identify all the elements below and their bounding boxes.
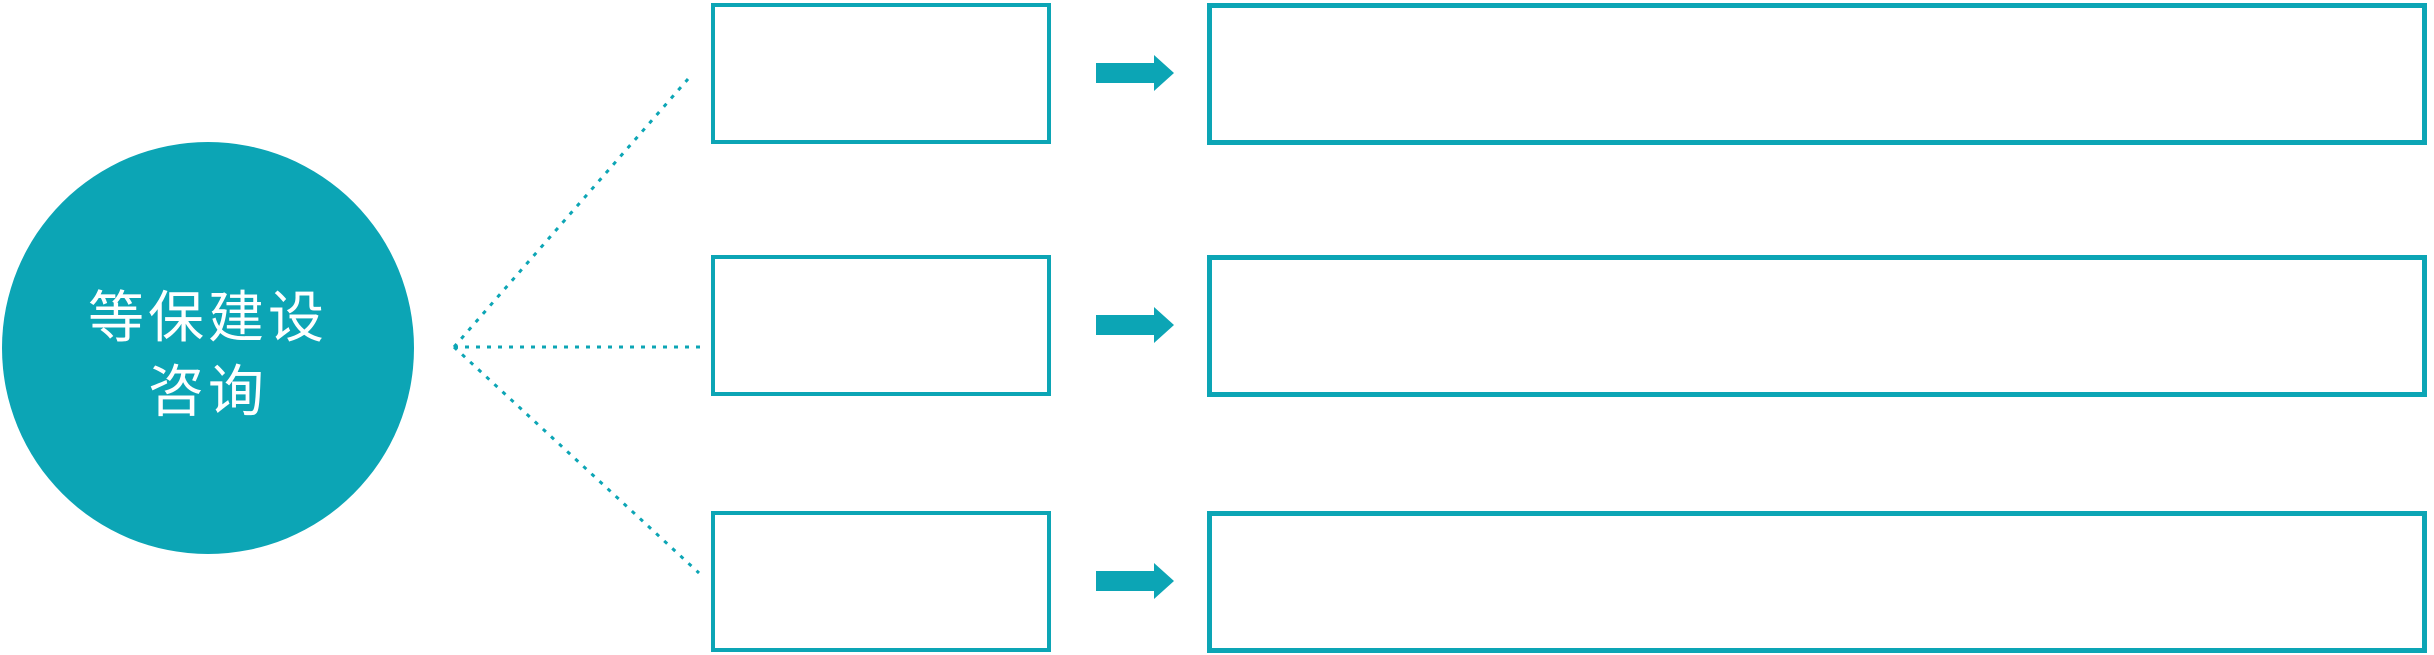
hub-label-line-1: 等保建设 [88, 286, 328, 349]
description-box-2-label [1212, 260, 2422, 392]
block-arrow-right-icon-3 [1096, 563, 1174, 599]
connector-dotted-line-top [452, 78, 690, 348]
category-box-1-label [715, 7, 1047, 140]
description-box-1 [1207, 3, 2427, 145]
category-box-3 [711, 511, 1051, 652]
category-box-2-label [715, 259, 1047, 392]
category-box-3-label [715, 515, 1047, 648]
block-arrow-right-icon-1 [1096, 55, 1174, 91]
hub-label-line-2: 咨询 [148, 360, 268, 423]
block-arrow-right-icon-2 [1096, 307, 1174, 343]
description-box-1-label [1212, 8, 2422, 140]
category-box-1 [711, 3, 1051, 144]
description-box-3 [1207, 511, 2427, 653]
description-box-2 [1207, 255, 2427, 397]
connector-dotted-line-bottom [452, 345, 701, 575]
category-box-2 [711, 255, 1051, 396]
hub-label: 等保建设 咨询 [88, 267, 328, 429]
description-box-3-label [1212, 516, 2422, 648]
hub-circle: 等保建设 咨询 [2, 142, 414, 554]
